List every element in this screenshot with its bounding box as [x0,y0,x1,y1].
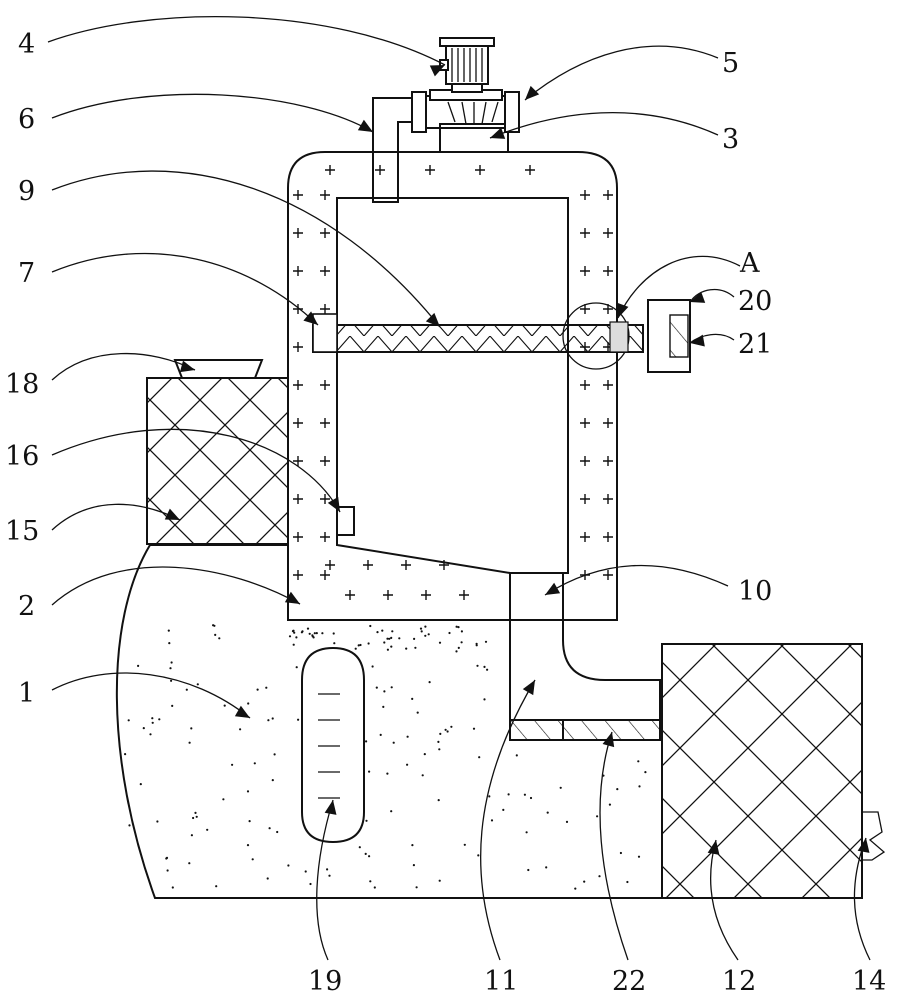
label-14: 14 [852,966,886,997]
hopper-18 [173,359,264,379]
handle-20 [647,299,691,373]
label-9: 9 [18,176,35,207]
label-2: 2 [18,591,35,622]
label-10: 10 [738,576,772,607]
window-19 [301,646,365,844]
housing-2 [287,151,618,621]
label-16: 16 [5,441,39,472]
label-21: 21 [738,329,772,360]
label-1: 1 [18,678,35,709]
valve-14 [862,811,886,861]
label-3: 3 [722,124,739,155]
label-a: A [739,248,760,279]
plate-stub-7 [312,313,338,353]
label-20: 20 [738,286,772,317]
leader-lines [47,15,871,961]
label-19: 19 [308,966,342,997]
label-4: 4 [18,29,35,60]
label-6: 6 [18,104,35,135]
label-18: 18 [5,369,39,400]
label-12: 12 [722,966,756,997]
screen-plate-9 [312,324,644,353]
grip-21 [669,314,689,358]
inner-chamber [336,197,569,574]
label-15: 15 [5,516,39,547]
label-5: 5 [722,48,739,79]
outlet-pipe [509,572,661,741]
flange-left [411,91,427,133]
label-11: 11 [484,966,518,997]
label-22: 22 [612,966,646,997]
plate-22 [509,719,661,741]
arrow-heads [164,65,870,855]
collector-box-12 [661,643,863,899]
detail-circle-a [562,302,630,370]
insulation-marks [293,165,613,600]
base-stipple [124,624,647,890]
sensor-16 [336,506,355,536]
base-body [115,544,862,899]
label-7: 7 [18,258,35,289]
flange-right-5 [504,91,520,133]
